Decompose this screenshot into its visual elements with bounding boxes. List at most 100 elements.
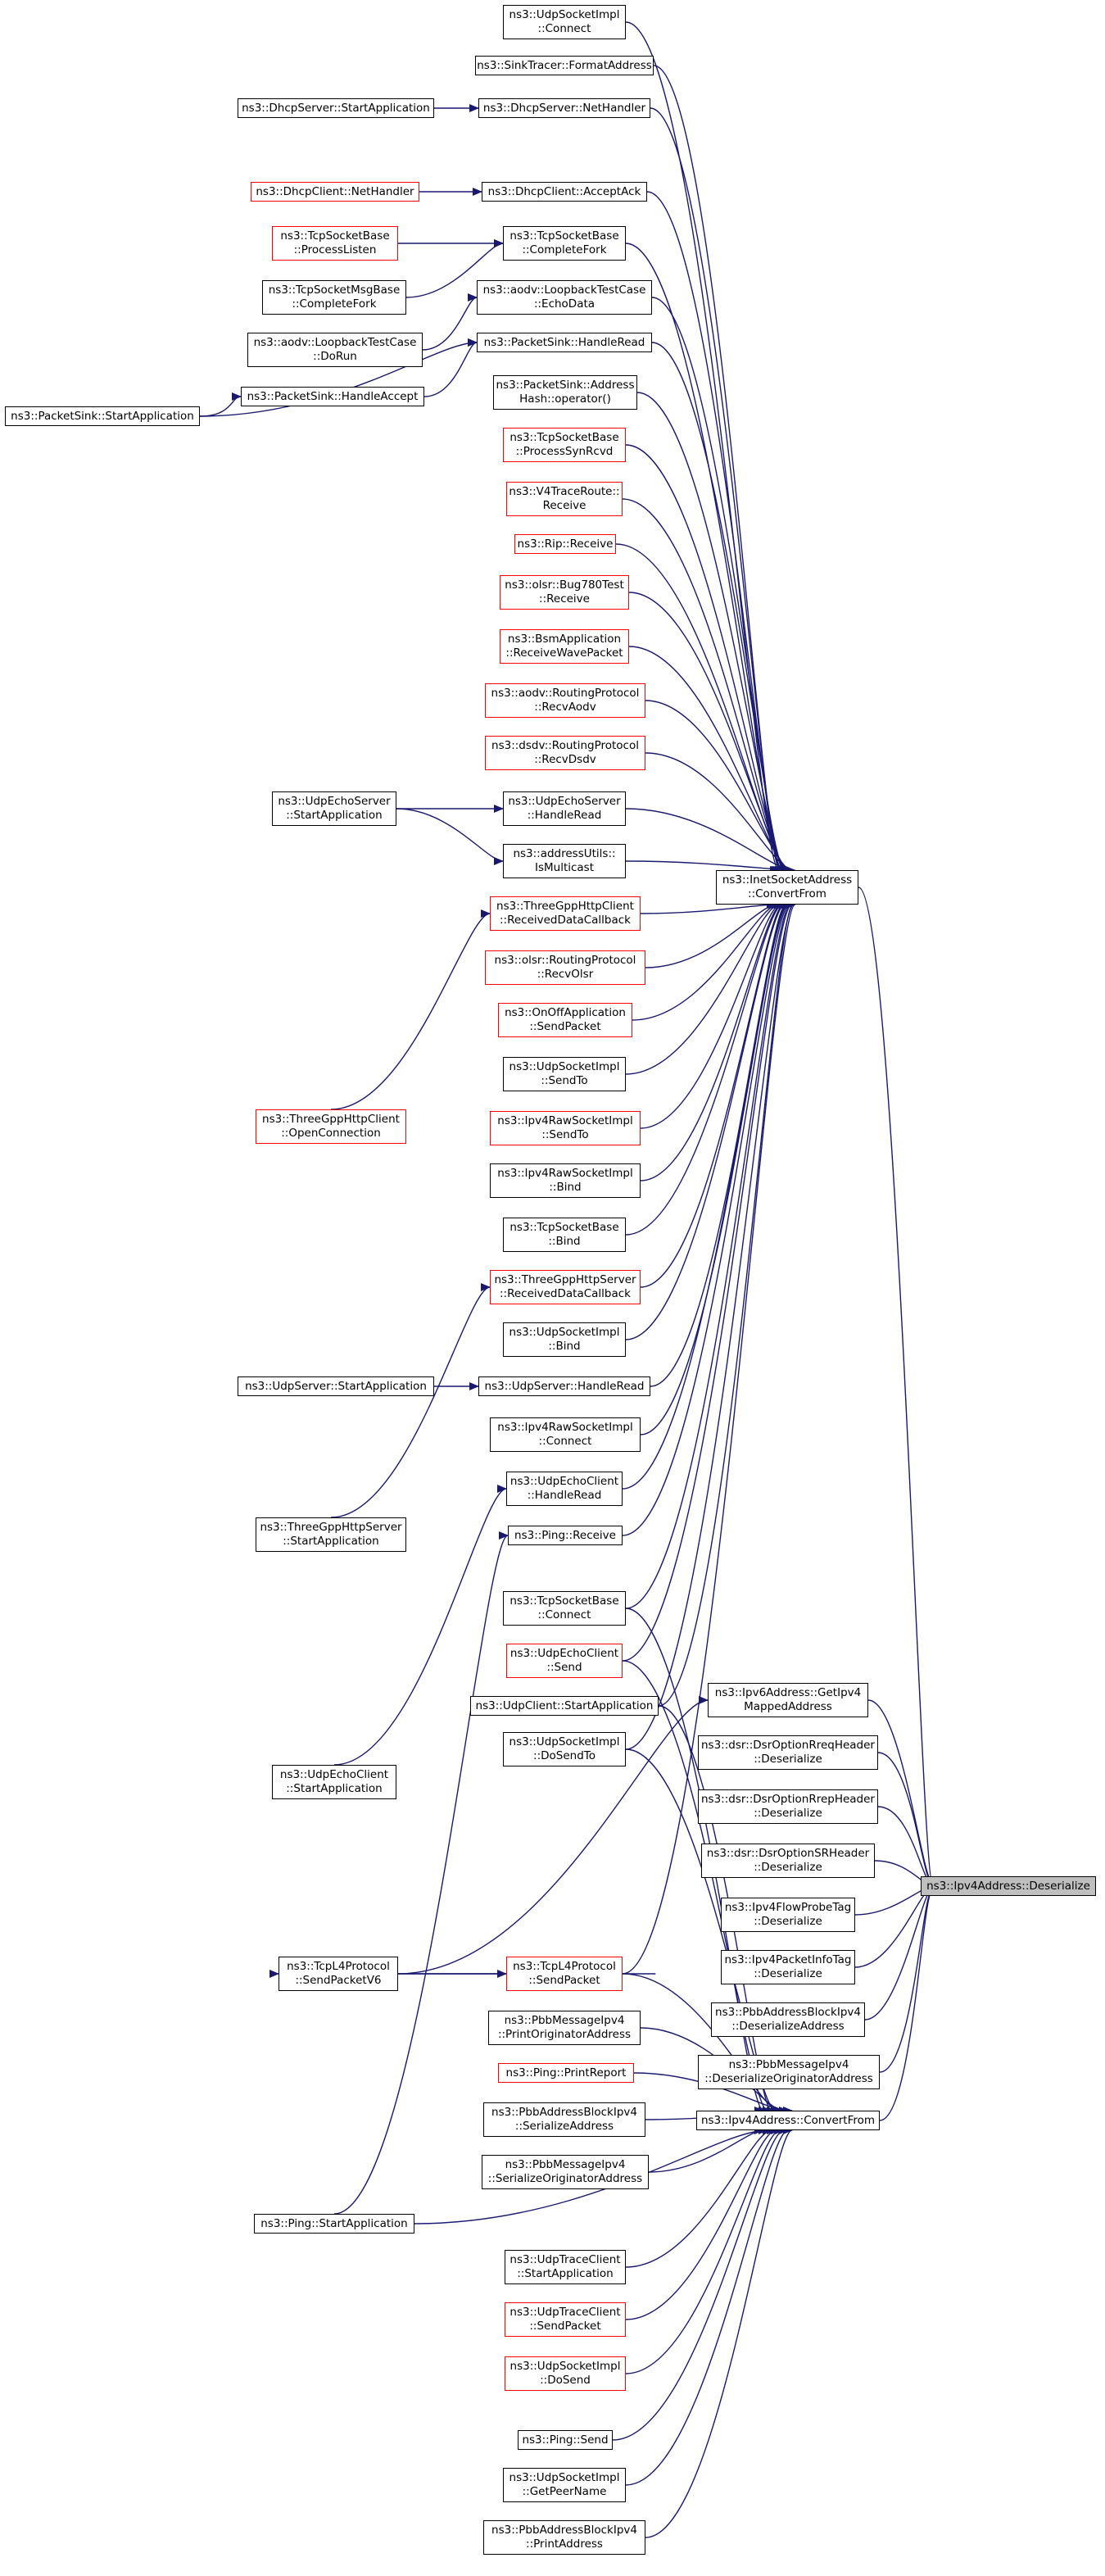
- call-edge: [405, 239, 504, 298]
- node-udpserver-handleread[interactable]: ns3::UdpServer::HandleRead: [478, 1376, 650, 1396]
- call-edge: [636, 392, 787, 874]
- call-edge: [330, 909, 491, 1110]
- node-dsroptionsrheader-deserialize[interactable]: ns3::dsr::DsrOptionSRHeader ::Deserializ…: [701, 1844, 875, 1878]
- call-edge: [628, 592, 791, 874]
- node-v4traceroute-receive[interactable]: ns3::V4TraceRoute:: Receive: [506, 482, 623, 516]
- node-dsroptionrreqheader-deserialize[interactable]: ns3::dsr::DsrOptionRreqHeader ::Deserial…: [698, 1735, 878, 1770]
- node-label: ns3::Ipv6Address::GetIpv4 MappedAddress: [714, 1686, 862, 1713]
- node-aodv-loopbacktestcase-echodata[interactable]: ns3::aodv::LoopbackTestCase ::EchoData: [477, 280, 652, 315]
- node-olsr-routingprotocol-recvolsr[interactable]: ns3::olsr::RoutingProtocol ::RecvOlsr: [485, 950, 645, 985]
- node-packetsink-startapplication[interactable]: ns3::PacketSink::StartApplication: [5, 406, 200, 426]
- node-label: ns3::UdpTraceClient ::SendPacket: [509, 2306, 621, 2333]
- node-udpechoclient-startapplication[interactable]: ns3::UdpEchoClient ::StartApplication: [272, 1765, 396, 1799]
- node-udpsocketimpl-dosendto[interactable]: ns3::UdpSocketImpl ::DoSendTo: [503, 1732, 626, 1766]
- node-pbbaddressblockipv4-deserializeaddress[interactable]: ns3::PbbAddressBlockIpv4 ::DeserializeAd…: [711, 2002, 865, 2037]
- node-udpserver-startapplication[interactable]: ns3::UdpServer::StartApplication: [238, 1376, 434, 1396]
- node-bsmapplication-receivewavepacket[interactable]: ns3::BsmApplication ::ReceiveWavePacket: [500, 629, 629, 664]
- node-ping-startapplication[interactable]: ns3::Ping::StartApplication: [254, 2214, 414, 2234]
- node-threegpphttpclient-receiveddatacallback[interactable]: ns3::ThreeGppHttpClient ::ReceivedDataCa…: [490, 896, 641, 931]
- node-threegpphttpclient-openconnection[interactable]: ns3::ThreeGppHttpClient ::OpenConnection: [256, 1109, 406, 1144]
- node-inetsocketaddress-convertfrom[interactable]: ns3::InetSocketAddress ::ConvertFrom: [716, 870, 858, 905]
- call-edge: [622, 900, 790, 1490]
- node-tcpsocketbase-bind[interactable]: ns3::TcpSocketBase ::Bind: [503, 1218, 626, 1252]
- node-label: ns3::TcpSocketBase ::Connect: [509, 1594, 619, 1621]
- node-dhcpserver-startapplication[interactable]: ns3::DhcpServer::StartApplication: [238, 98, 434, 118]
- node-tcpsocketmsgbase-completefork[interactable]: ns3::TcpSocketMsgBase ::CompleteFork: [262, 280, 406, 315]
- node-threegpphttpserver-receiveddatacallback[interactable]: ns3::ThreeGppHttpServer ::ReceivedDataCa…: [490, 1270, 641, 1304]
- node-label: ns3::TcpSocketMsgBase ::CompleteFork: [268, 283, 401, 311]
- node-dsdv-routingprotocol-recvdsdv[interactable]: ns3::dsdv::RoutingProtocol ::RecvDsdv: [485, 736, 645, 770]
- node-dhcpserver-nethandler[interactable]: ns3::DhcpServer::NetHandler: [478, 98, 650, 118]
- node-label: ns3::Ipv4FlowProbeTag ::Deserialize: [724, 1901, 852, 1928]
- node-pbbmessageipv4-deserializeoriginatoraddress[interactable]: ns3::PbbMessageIpv4 ::DeserializeOrigina…: [698, 2055, 880, 2089]
- node-ipv6address-getipv4mappedaddress[interactable]: ns3::Ipv6Address::GetIpv4 MappedAddress: [708, 1683, 868, 1717]
- node-ping-send[interactable]: ns3::Ping::Send: [518, 2430, 613, 2450]
- node-onoffapplication-sendpacket[interactable]: ns3::OnOffApplication ::SendPacket: [498, 1003, 632, 1037]
- node-aodv-routingprotocol-recvaodv[interactable]: ns3::aodv::RoutingProtocol ::RecvAodv: [485, 683, 645, 718]
- node-udpclient-startapplication[interactable]: ns3::UdpClient::StartApplication: [470, 1696, 659, 1716]
- node-pbbmessageipv4-serializeoriginatoraddress[interactable]: ns3::PbbMessageIpv4 ::SerializeOriginato…: [482, 2155, 649, 2189]
- node-dhcpclient-acceptack[interactable]: ns3::DhcpClient::AcceptAck: [482, 182, 647, 202]
- node-packetsink-handleread[interactable]: ns3::PacketSink::HandleRead: [477, 333, 652, 352]
- node-tcpsocketbase-connect[interactable]: ns3::TcpSocketBase ::Connect: [503, 1591, 626, 1626]
- node-label: ns3::Ping::Receive: [514, 1528, 616, 1542]
- call-edge: [625, 2126, 777, 2320]
- node-udpsocketimpl-bind[interactable]: ns3::UdpSocketImpl ::Bind: [503, 1322, 626, 1357]
- node-label: ns3::SinkTracer::FormatAddress: [477, 58, 652, 72]
- node-aodv-loopbacktestcase-dorun[interactable]: ns3::aodv::LoopbackTestCase ::DoRun: [247, 333, 423, 367]
- node-ipv4rawsocketimpl-sendto[interactable]: ns3::Ipv4RawSocketImpl ::SendTo: [490, 1111, 641, 1145]
- call-edge: [625, 2126, 781, 2374]
- node-udpechoclient-send[interactable]: ns3::UdpEchoClient ::Send: [506, 1644, 623, 1678]
- node-udpsocketimpl-connect[interactable]: ns3::UdpSocketImpl ::Connect: [503, 5, 626, 39]
- node-label: ns3::TcpSocketBase ::ProcessSynRcvd: [509, 431, 619, 458]
- node-label: ns3::BsmApplication ::ReceiveWavePacket: [505, 633, 623, 660]
- node-tcpsocketbase-processlisten[interactable]: ns3::TcpSocketBase ::ProcessListen: [272, 226, 398, 261]
- node-ipv4packetinfotag-deserialize[interactable]: ns3::Ipv4PacketInfoTag ::Deserialize: [721, 1950, 855, 1984]
- call-edge: [633, 2072, 789, 2115]
- node-label: ns3::PacketSink::HandleAccept: [247, 389, 419, 403]
- node-addressutils-ismulticast[interactable]: ns3::addressUtils:: IsMulticast: [503, 844, 626, 878]
- node-udpsocketimpl-sendto[interactable]: ns3::UdpSocketImpl ::SendTo: [503, 1057, 626, 1091]
- node-udptraceclient-startapplication[interactable]: ns3::UdpTraceClient ::StartApplication: [505, 2250, 626, 2284]
- node-ping-receive[interactable]: ns3::Ping::Receive: [508, 1526, 623, 1545]
- node-ipv4rawsocketimpl-bind[interactable]: ns3::Ipv4RawSocketImpl ::Bind: [490, 1163, 641, 1198]
- node-packetsink-addresshash[interactable]: ns3::PacketSink::Address Hash::operator(…: [493, 375, 637, 410]
- node-udpsocketimpl-dosend[interactable]: ns3::UdpSocketImpl ::DoSend: [505, 2356, 626, 2391]
- node-label: ns3::UdpServer::HandleRead: [484, 1379, 645, 1393]
- node-ipv4rawsocketimpl-connect[interactable]: ns3::Ipv4RawSocketImpl ::Connect: [490, 1417, 641, 1452]
- call-edge: [622, 1973, 781, 2115]
- node-ipv4flowprobetag-deserialize[interactable]: ns3::Ipv4FlowProbeTag ::Deserialize: [721, 1898, 855, 1932]
- node-label: ns3::PacketSink::Address Hash::operator(…: [496, 379, 635, 406]
- node-label: ns3::UdpSocketImpl ::DoSendTo: [509, 1735, 620, 1762]
- node-pbbaddressblockipv4-printaddress[interactable]: ns3::PbbAddressBlockIpv4 ::PrintAddress: [483, 2520, 645, 2555]
- call-edge: [645, 900, 778, 968]
- node-rip-receive[interactable]: ns3::Rip::Receive: [514, 534, 616, 554]
- node-packetsink-handleaccept[interactable]: ns3::PacketSink::HandleAccept: [241, 387, 424, 406]
- node-sinktracer-formataddress[interactable]: ns3::SinkTracer::FormatAddress: [475, 56, 654, 75]
- node-label: ns3::Ping::Send: [522, 2433, 609, 2447]
- node-udptraceclient-sendpacket[interactable]: ns3::UdpTraceClient ::SendPacket: [505, 2302, 626, 2337]
- node-tcpsocketbase-processsynrcvd[interactable]: ns3::TcpSocketBase ::ProcessSynRcvd: [503, 428, 626, 462]
- node-ipv4address-convertfrom[interactable]: ns3::Ipv4Address::ConvertFrom: [696, 2111, 880, 2130]
- node-udpechoserver-handleread[interactable]: ns3::UdpEchoServer ::HandleRead: [503, 791, 626, 826]
- node-olsr-bug780test-receive[interactable]: ns3::olsr::Bug780Test ::Receive: [500, 575, 629, 610]
- node-tcpl4protocol-sendpacket[interactable]: ns3::TcpL4Protocol ::SendPacket: [506, 1957, 623, 1991]
- node-pbbmessageipv4-printoriginatoraddress[interactable]: ns3::PbbMessageIpv4 ::PrintOriginatorAdd…: [488, 2011, 641, 2045]
- call-edge: [622, 900, 790, 1536]
- node-udpechoserver-startapplication[interactable]: ns3::UdpEchoServer ::StartApplication: [272, 791, 396, 826]
- node-dhcpclient-nethandler[interactable]: ns3::DhcpClient::NetHandler: [251, 182, 419, 202]
- call-edge: [423, 338, 478, 397]
- node-tcpsocketbase-completefork[interactable]: ns3::TcpSocketBase ::CompleteFork: [503, 226, 626, 261]
- node-label: ns3::Ipv4PacketInfoTag ::Deserialize: [724, 1953, 852, 1980]
- node-pbbaddressblockipv4-serializeaddress[interactable]: ns3::PbbAddressBlockIpv4 ::SerializeAddr…: [483, 2102, 645, 2137]
- node-tcpl4protocol-sendpacketv6[interactable]: ns3::TcpL4Protocol ::SendPacketV6: [279, 1957, 398, 1991]
- node-udpechoclient-handleread[interactable]: ns3::UdpEchoClient ::HandleRead: [506, 1472, 623, 1506]
- node-udpsocketimpl-getpeername[interactable]: ns3::UdpSocketImpl ::GetPeerName: [503, 2468, 626, 2502]
- node-label: ns3::TcpL4Protocol ::SendPacket: [513, 1960, 616, 1987]
- node-dsroptionrrepheader-deserialize[interactable]: ns3::dsr::DsrOptionRrepHeader ::Deserial…: [698, 1789, 878, 1824]
- node-label: ns3::PacketSink::HandleRead: [483, 335, 645, 349]
- node-ping-printreport[interactable]: ns3::Ping::PrintReport: [498, 2063, 634, 2083]
- call-edge: [625, 900, 786, 1340]
- node-label: ns3::UdpEchoClient ::Send: [509, 1647, 619, 1674]
- node-threegpphttpserver-startapplication[interactable]: ns3::ThreeGppHttpServer ::StartApplicati…: [256, 1517, 406, 1552]
